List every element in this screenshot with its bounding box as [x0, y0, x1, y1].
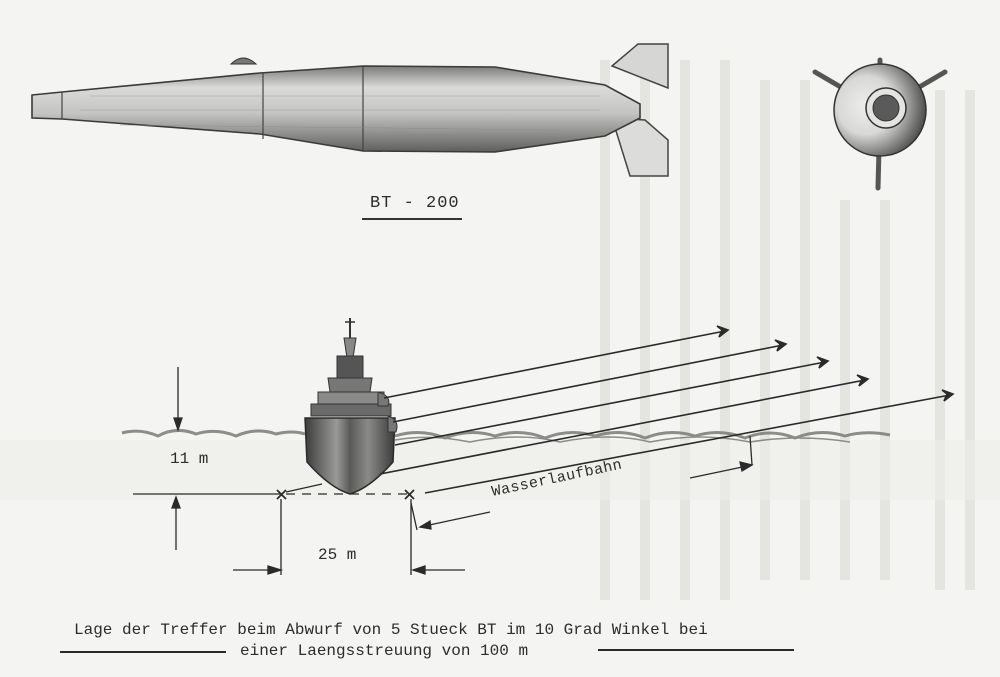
ship-bow-view — [304, 318, 398, 495]
dimension-lines — [60, 367, 794, 653]
torpedo-designation-label: BT - 200 — [370, 194, 460, 213]
spacing-dimension-label: 25 m — [318, 546, 357, 564]
caption-line-2: einer Laengsstreuung von 100 m — [240, 642, 529, 660]
torpedo-end-view — [812, 57, 948, 191]
torpedo-label-underline — [362, 218, 462, 220]
depth-dimension-label: 11 m — [170, 450, 209, 468]
torpedo-trajectories — [379, 325, 955, 494]
caption-line-1: Lage der Treffer beim Abwurf von 5 Stuec… — [74, 621, 708, 639]
water-surface — [121, 429, 891, 443]
torpedo-side-view — [31, 43, 669, 177]
